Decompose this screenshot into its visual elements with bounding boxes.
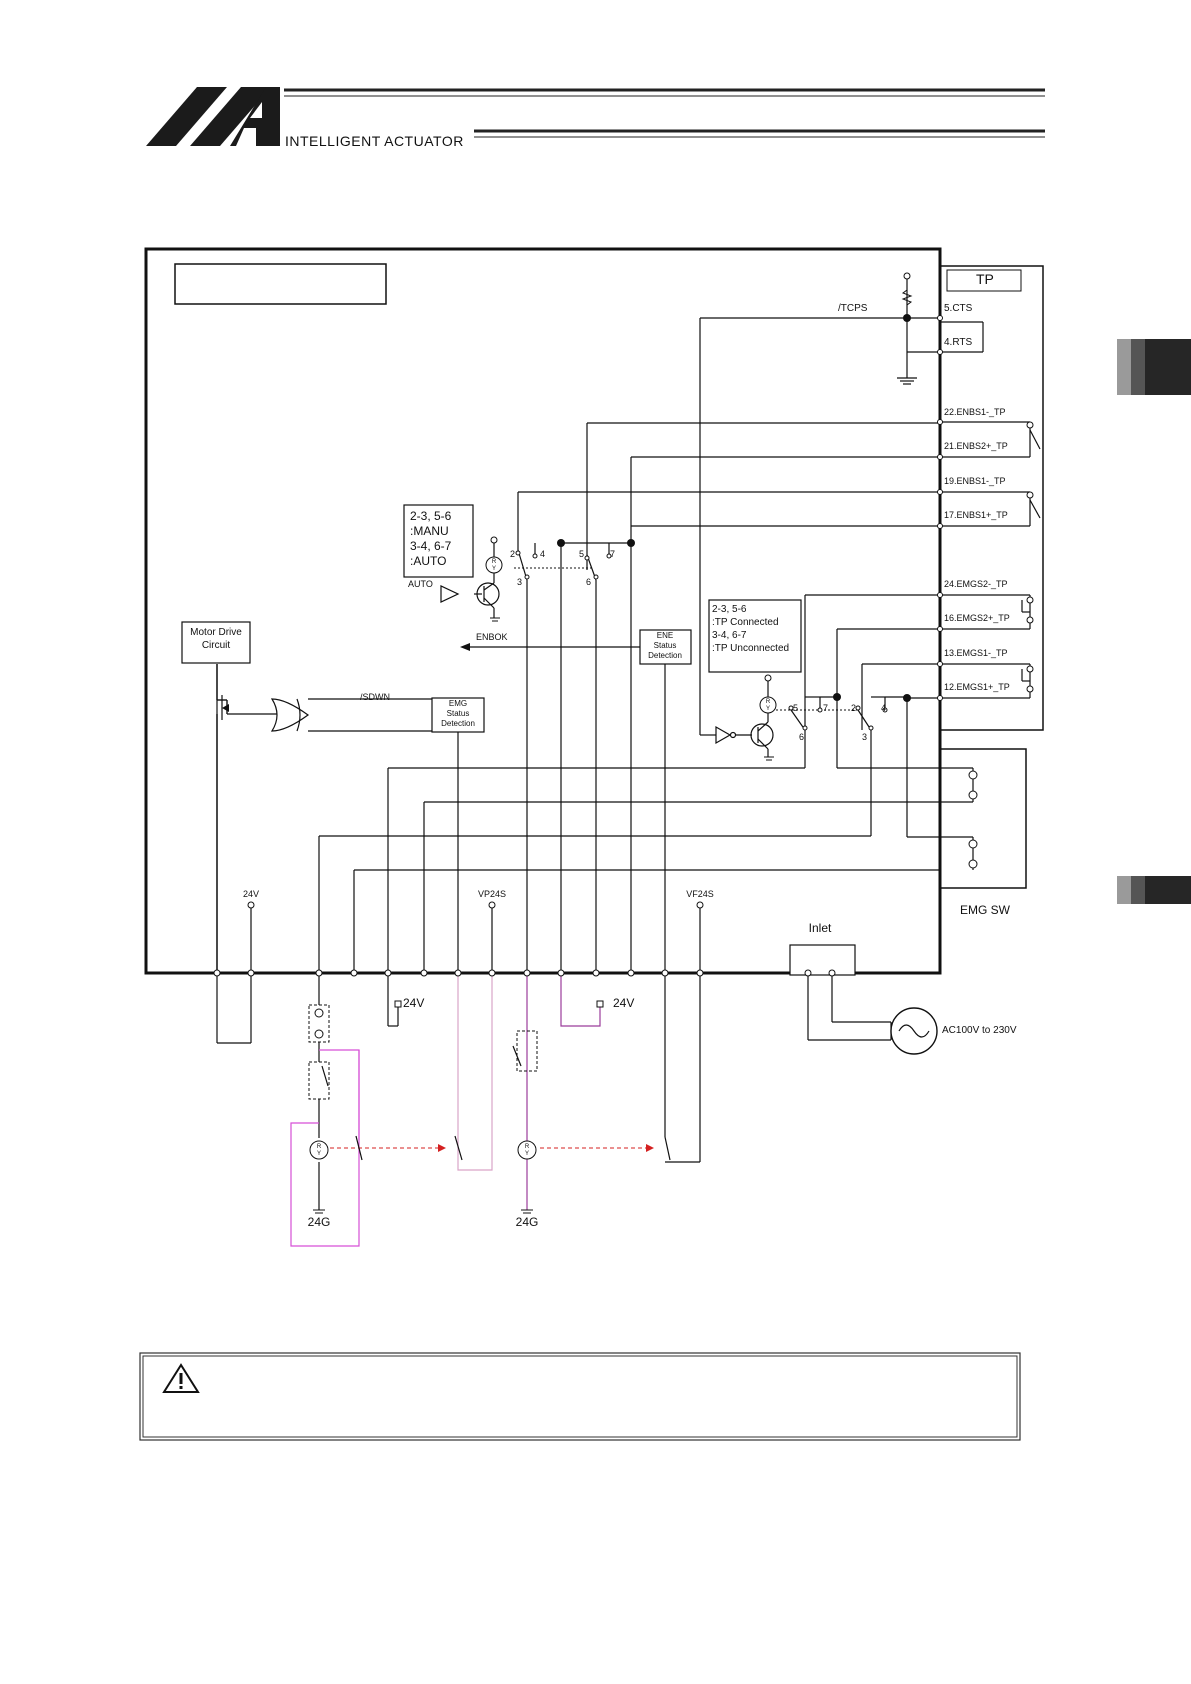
iai-logo [146,87,280,146]
pin-22-enbs1: 22.ENBS1-_TP [944,407,1006,417]
warning-icon [162,1363,200,1393]
pin-24-emgs2: 24.EMGS2-_TP [944,579,1008,589]
pin-21-enbs2: 21.ENBS2+_TP [944,441,1008,451]
dashed-switch-boxes [308,1004,538,1100]
relay-coil-letters: R Y R Y R Y R Y [317,559,771,1157]
tpconn-line-3: 3-4, 6-7 [712,630,747,641]
signal-enbok: ENBOK [476,632,508,642]
tp-box-label: TP [976,271,994,287]
rail-vf24s: VF24S [686,889,714,899]
tpconn-line-4: :TP Unconnected [712,643,790,654]
emg-sw-box [939,748,1027,889]
transistors [476,582,774,750]
motor-drive-line-2: Circuit [201,640,231,651]
ac-source [890,1007,938,1055]
pin-num: 4 [540,549,546,559]
rail-vp24s: VP24S [477,889,507,899]
ene-detect-line-3: Detection [648,651,682,660]
svg-text:R: R [492,559,497,565]
pin-num: 7 [823,703,829,713]
svg-text:Y: Y [525,1151,529,1157]
enbok-arrow [460,643,470,651]
svg-text:Y: Y [317,1151,321,1157]
pin-16-emgs2: 16.EMGS2+_TP [944,613,1010,623]
tpconn-line-1: 2-3, 5-6 [712,604,747,615]
pin-num: 6 [586,577,592,587]
pin-num: 2 [510,549,516,559]
svg-text:R: R [525,1144,530,1150]
pin-17-enbs1: 17.ENBS1+_TP [944,510,1008,520]
mode-line-2: :MANU [410,524,449,538]
pin-num: 5 [579,549,585,559]
function-boxes [181,504,856,976]
pin-5-cts: 5.CTS [944,303,973,314]
mode-line-4: :AUTO [410,554,447,568]
logo-text: INTELLIGENT ACTUATOR [285,133,464,149]
svg-text:R: R [317,1144,322,1150]
pin-13-emgs1: 13.EMGS1-_TP [944,648,1008,658]
external-terminals [314,1008,324,1039]
mode-line-1: 2-3, 5-6 [410,509,452,523]
pin-12-emgs1: 12.EMGS1+_TP [944,682,1010,692]
emg-detect-line-3: Detection [441,719,475,728]
ac-supply-label: AC100V to 230V [942,1025,1017,1036]
ground-symbols [313,617,774,1214]
relay-coils [309,556,777,1160]
mosfet [216,664,228,972]
buffers [440,585,737,745]
rail-24v: 24V [242,889,260,899]
emg-detect-line-2: Status [446,709,470,718]
warning-box [139,1352,1021,1441]
signal-tcps: /TCPS [838,303,868,314]
ene-detect-line-2: Status [653,641,677,650]
title-box [174,263,387,305]
controller-frame [144,247,942,975]
tp-label-box [946,269,1022,292]
or-gate [270,698,310,732]
switch-blades [517,549,885,731]
ground-label-left: 24G [307,1215,331,1229]
external-24v-left: 24V [403,996,425,1010]
pin-num: 7 [610,549,616,559]
mosfet-arrow [222,704,229,712]
pin-num: 4 [881,703,887,713]
pin-num: 5 [793,703,799,713]
chapter-tab-marker [1117,339,1191,395]
signal-sdwn: /SDWN [360,692,390,702]
colored-wires [290,973,601,1247]
motor-drive-line-1: Motor Drive [190,627,242,638]
tpconn-line-2: :TP Connected [712,617,779,628]
ground-label-right: 24G [515,1215,539,1229]
pin-num: 6 [799,732,805,742]
signal-auto: AUTO [408,579,433,589]
emg-detect-line-1: EMG [448,699,468,708]
terminals [213,272,1034,977]
ene-detect-line-1: ENE [656,631,674,640]
svg-text:R: R [766,699,771,705]
pin-19-enbs1: 19.ENBS1-_TP [944,476,1006,486]
external-contacts [321,1045,522,1161]
pin-num: 3 [517,577,523,587]
mode-line-3: 3-4, 6-7 [410,539,452,553]
pin-num: 2 [851,703,857,713]
pullup-resistor [901,279,913,318]
header-rules [284,88,1045,138]
external-24v-right: 24V [613,996,635,1010]
pin-num: 3 [862,732,868,742]
inlet-label: Inlet [808,921,832,935]
tp-connector-box [939,265,1044,731]
svg-text:Y: Y [766,706,770,712]
relay-linkage-arrows [330,1144,654,1152]
emg-sw-label: EMG SW [960,903,1010,917]
wires [216,278,1041,1210]
section-tab-marker [1117,876,1191,904]
pin-4-rts: 4.RTS [944,337,973,348]
external-24v-terminals [394,1000,604,1008]
svg-text:Y: Y [492,566,496,572]
